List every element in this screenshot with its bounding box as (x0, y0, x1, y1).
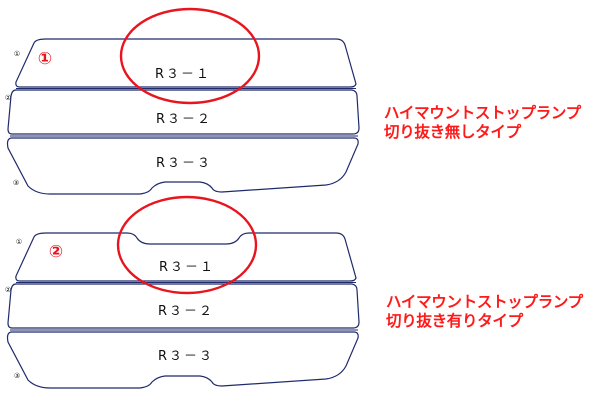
glass-piece-r3-1 (15, 38, 357, 88)
caption-1-line-2: 切り抜き無しタイプ (384, 123, 521, 141)
glass-piece-r3-2 (7, 283, 360, 329)
glass-piece-r3-3 (6, 331, 359, 389)
diagram-2: R３－１ R３－２ R３－３ ① ② ③ ② (5, 195, 360, 389)
caption-1: ハイマウントストップランプ 切り抜き無しタイプ (384, 104, 581, 142)
part-tag-1: ① (14, 50, 20, 58)
caption-2-line-1: ハイマウントストップランプ (386, 293, 583, 311)
part-label-r3-3: R３－３ (156, 156, 212, 171)
glass-piece-r3-1 (15, 232, 357, 282)
part-tag-2: ② (5, 94, 11, 102)
caption-2: ハイマウントストップランプ 切り抜き有りタイプ (386, 293, 583, 331)
diagram-1: R３－１ R３－２ R３－３ ① ② ③ ① (5, 7, 360, 195)
part-tag-3: ③ (13, 179, 19, 187)
part-label-r3-2: R３－２ (158, 304, 214, 319)
part-tag-3: ③ (14, 372, 20, 380)
part-label-r3-1: R３－１ (159, 260, 215, 275)
part-label-r3-3: R３－３ (158, 349, 214, 364)
part-label-r3-2: R３－２ (156, 112, 212, 127)
diagram-number-1: ① (38, 49, 52, 69)
glass-piece-r3-3 (6, 137, 359, 195)
part-tag-2: ② (5, 286, 11, 294)
highlight-ring-2 (116, 195, 258, 295)
part-tag-1: ① (16, 238, 22, 246)
part-label-r3-1: R３－１ (155, 67, 211, 82)
diagram-number-2: ② (49, 242, 63, 262)
caption-2-line-2: 切り抜き有りタイプ (386, 312, 523, 330)
caption-1-line-1: ハイマウントストップランプ (384, 104, 581, 122)
glass-piece-r3-2 (7, 89, 360, 135)
highlight-ring-1 (119, 7, 261, 105)
